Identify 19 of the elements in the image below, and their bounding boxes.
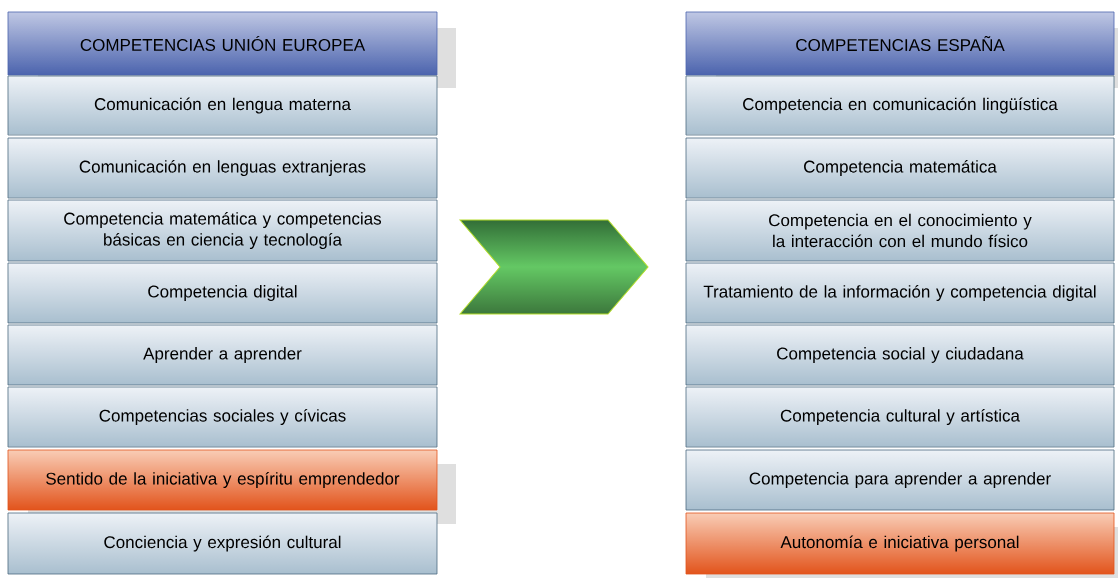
competence-box: Competencia digital (7, 262, 438, 324)
competence-box: Competencia social y ciudadana (685, 324, 1115, 386)
competence-box: Competencia en comunicación lingüística (685, 75, 1115, 136)
header-box: COMPETENCIAS ESPAÑA (685, 11, 1118, 88)
highlighted-box: Autonomía e iniciativa personal (685, 512, 1118, 578)
highlighted-box: Sentido de la iniciativa y espíritu emprendedor (7, 449, 456, 524)
competence-box: Conciencia y expresión cultural (7, 512, 438, 575)
competence-box: Competencia en el conocimiento y la interacción con el mundo físico (685, 199, 1115, 262)
competence-box: Aprender a aprender (7, 324, 438, 386)
competence-box: Tratamiento de la información y competencia digital (685, 262, 1115, 324)
competence-box: Competencia matemática (685, 137, 1115, 199)
competence-box: Comunicación en lengua materna (7, 75, 438, 136)
header-box: COMPETENCIAS UNIÓN EUROPEA (7, 11, 456, 88)
competence-box: Comunicación en lenguas extranjeras (7, 137, 438, 199)
chevron-arrow (459, 219, 649, 315)
competence-box: Competencia cultural y artística (685, 386, 1115, 448)
competence-box: Competencias sociales y cívicas (7, 386, 438, 448)
competence-box: Competencia matemática y competencias básicas en ciencia y tecnología (7, 199, 438, 262)
competence-box: Competencia para aprender a aprender (685, 449, 1115, 511)
